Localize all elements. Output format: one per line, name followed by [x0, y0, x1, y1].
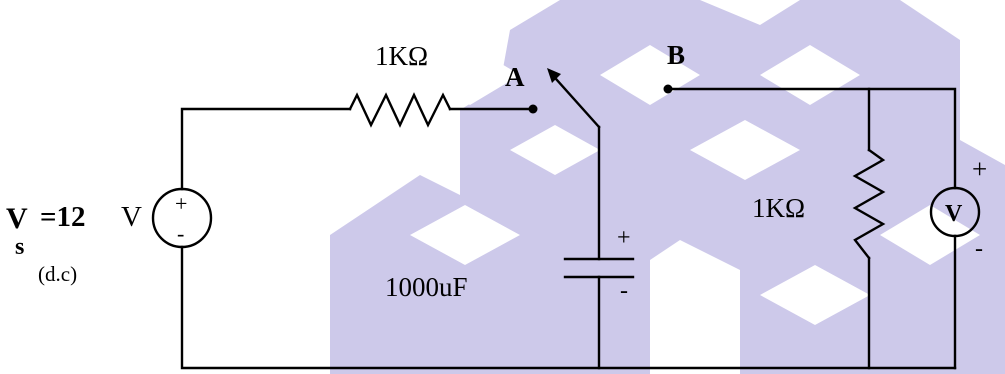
- source-symbol-subscript: s: [15, 234, 24, 260]
- resistor-right-label: 1KΩ: [752, 193, 805, 223]
- source-type-label: (d.c): [38, 262, 77, 286]
- capacitor: [563, 257, 635, 279]
- wire-left-top: [180, 107, 352, 191]
- source-value-unit: V: [121, 201, 142, 233]
- terminal-a-label: A: [505, 62, 525, 92]
- switch: [528, 68, 673, 129]
- terminal-b-label: B: [667, 40, 685, 70]
- wire-b-top: [666, 87, 957, 190]
- capacitor-plus-sign: +: [617, 225, 631, 251]
- switch-blade: [554, 77, 601, 129]
- wires: [180, 87, 957, 370]
- voltmeter: [929, 186, 981, 238]
- wire-left-bottom: [180, 245, 957, 370]
- voltage-source-circle: [151, 187, 213, 249]
- capacitor-minus-sign: -: [620, 278, 628, 304]
- resistor-top: [348, 92, 452, 128]
- resistor-top-label: 1KΩ: [375, 41, 428, 71]
- source-value-number: =12: [40, 201, 86, 233]
- resistor-right: [852, 148, 886, 260]
- switch-terminal-a-dot: [528, 104, 538, 114]
- capacitor-label: 1000uF: [385, 272, 468, 302]
- switch-terminal-b-dot: [663, 84, 673, 94]
- voltmeter-plus-sign: +: [972, 154, 987, 184]
- source-plus-sign: +: [175, 191, 187, 216]
- voltmeter-circle: [929, 186, 981, 238]
- voltage-source: [151, 187, 213, 249]
- voltmeter-minus-sign: -: [975, 236, 983, 262]
- switch-arrow-head: [547, 68, 561, 83]
- voltmeter-letter: V: [945, 201, 963, 227]
- watermark-pattern: [330, 0, 1005, 374]
- source-symbol-label: V: [6, 202, 28, 235]
- source-minus-sign: -: [177, 221, 184, 246]
